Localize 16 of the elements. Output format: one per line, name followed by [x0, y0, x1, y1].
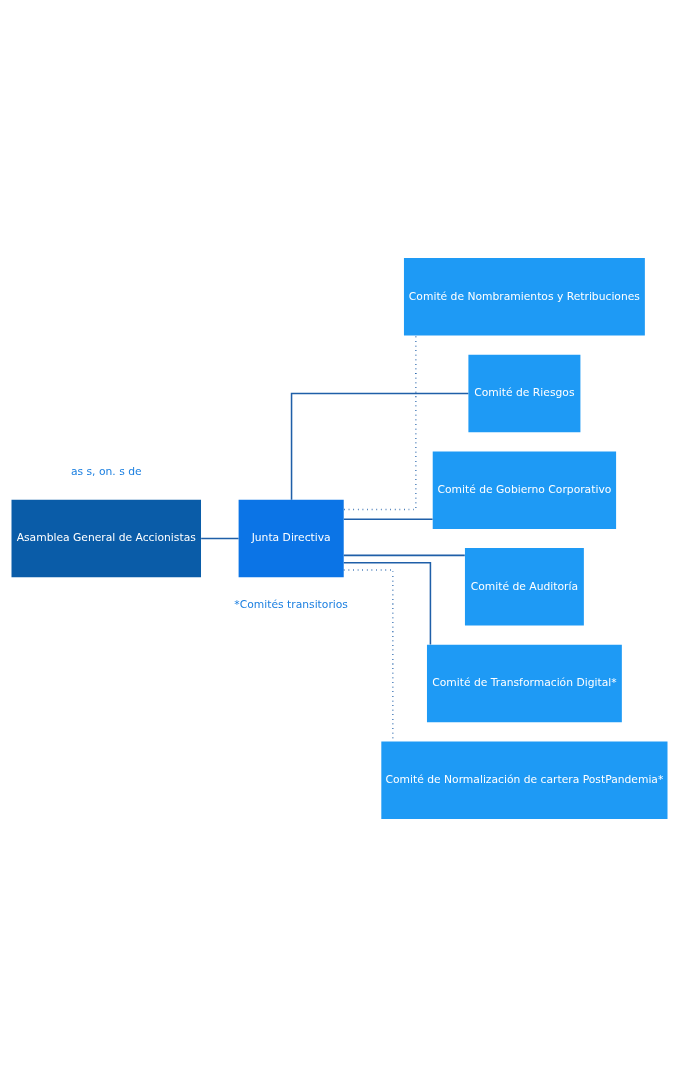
node-box: Junta Directiva [238, 499, 344, 578]
node-box: Comité de Gobierno Corporativo [432, 451, 617, 529]
node-box: Asamblea General de Accionistas [11, 499, 201, 578]
connector [343, 554, 466, 557]
node-box: Comité de Normalización de cartera PostPandemia* [381, 741, 668, 819]
node-box: Comité de Nombramientos y Retribuciones [403, 258, 645, 336]
label: *Comités transitorios [234, 598, 348, 612]
node-box: Comité de Riesgos [468, 354, 581, 433]
connector [290, 392, 470, 501]
connector [343, 561, 432, 646]
connector [200, 537, 240, 540]
label: as s, on. s de [70, 464, 142, 478]
node-box: Comité de Auditoría [464, 548, 584, 626]
connector [343, 518, 434, 520]
connector [343, 334, 417, 511]
node-box: Comité de Transformación Digital* [426, 644, 622, 723]
